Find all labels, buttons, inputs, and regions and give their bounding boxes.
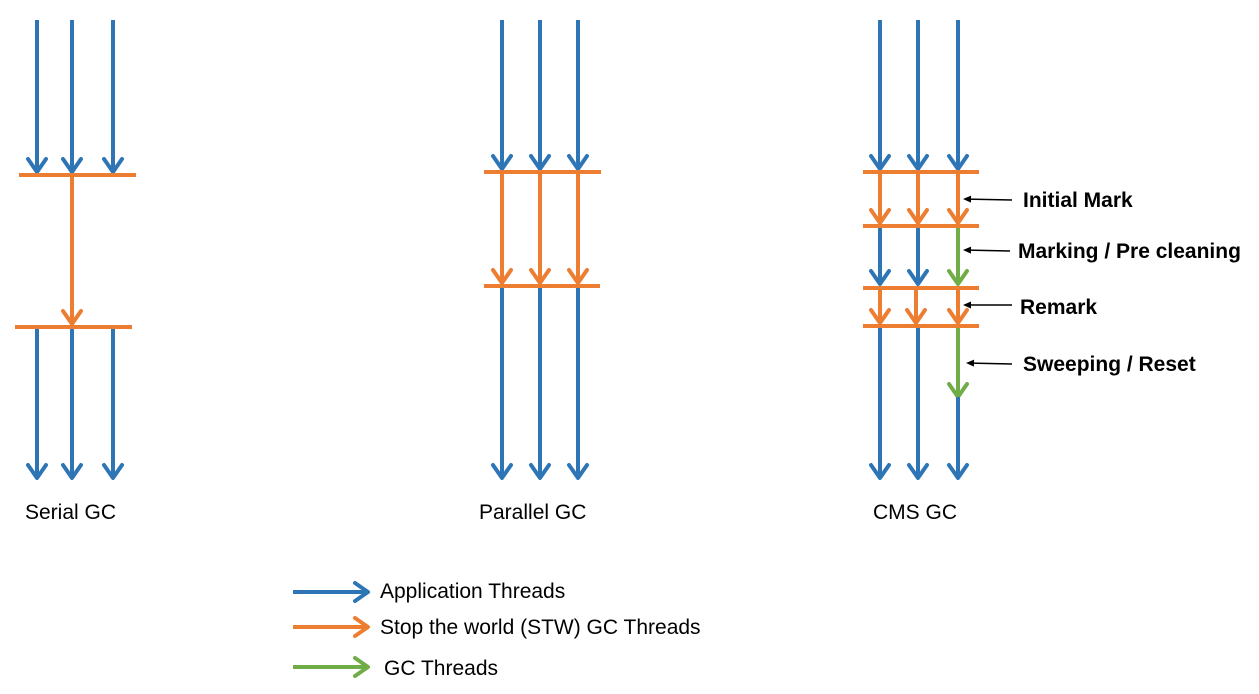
cms-initial-mark-thread-2	[907, 174, 929, 225]
cms-app-thread-3-after	[947, 397, 969, 480]
legend-stw-arrow	[293, 616, 370, 638]
initial-mark-label: Initial Mark	[1023, 189, 1133, 212]
serial-gc-thread	[61, 177, 83, 326]
sweeping-pointer	[966, 359, 1013, 367]
serial-app-thread-2-after	[61, 329, 83, 480]
cms-app-thread-3-before	[947, 20, 969, 171]
parallel-gc-thread-1	[491, 174, 513, 285]
cms-app-thread-2-before	[907, 20, 929, 171]
legend-gc-label: GC Threads	[384, 657, 498, 680]
sweeping-reset-label: Sweeping / Reset	[1023, 353, 1196, 376]
cms-gc-caption: CMS GC	[873, 501, 957, 524]
cms-app-thread-1-before	[869, 20, 891, 171]
cms-remark-thread-3	[947, 290, 969, 325]
remark-pointer	[963, 301, 1012, 309]
parallel-app-thread-1-before	[491, 20, 513, 171]
serial-app-thread-1-before	[26, 20, 48, 174]
parallel-gc-thread-3	[567, 174, 589, 285]
remark-label: Remark	[1020, 296, 1097, 319]
parallel-app-thread-2-after	[529, 288, 551, 480]
parallel-gc-diagram: Parallel GC	[479, 20, 601, 524]
legend-gc-arrow	[293, 656, 370, 678]
cms-app-thread-1-after	[869, 328, 891, 480]
parallel-app-thread-3-after	[567, 288, 589, 480]
cms-app-thread-2-marking	[907, 228, 929, 286]
parallel-gc-thread-2	[529, 174, 551, 285]
legend: Application Threads Stop the world (STW)…	[293, 580, 701, 680]
parallel-gc-caption: Parallel GC	[479, 501, 586, 524]
serial-gc-caption: Serial GC	[25, 501, 116, 524]
parallel-app-thread-2-before	[529, 20, 551, 171]
cms-gc-diagram: Initial Mark Marking / Pre cleaning Rema…	[863, 20, 1241, 524]
cms-app-thread-2-after	[907, 328, 929, 480]
cms-concurrent-marking-thread	[947, 228, 969, 286]
cms-remark-thread-2	[905, 290, 927, 325]
serial-app-thread-2-before	[61, 20, 83, 174]
parallel-app-thread-1-after	[491, 288, 513, 480]
legend-stw-label: Stop the world (STW) GC Threads	[380, 616, 701, 639]
serial-gc-diagram: Serial GC	[15, 20, 136, 524]
serial-app-thread-3-before	[102, 20, 124, 174]
marking-pre-cleaning-label: Marking / Pre cleaning	[1018, 240, 1241, 263]
marking-pointer	[963, 246, 1011, 254]
cms-sweeping-thread	[947, 328, 969, 399]
cms-initial-mark-thread-3	[947, 174, 969, 225]
serial-app-thread-1-after	[26, 329, 48, 480]
legend-application-label: Application Threads	[380, 580, 565, 603]
cms-app-thread-1-marking	[869, 228, 891, 286]
cms-initial-mark-thread-1	[869, 174, 891, 225]
initial-mark-pointer	[963, 195, 1013, 203]
cms-remark-thread-1	[869, 290, 891, 325]
parallel-app-thread-3-before	[567, 20, 589, 171]
legend-application-arrow	[293, 581, 370, 603]
serial-app-thread-3-after	[102, 329, 124, 480]
